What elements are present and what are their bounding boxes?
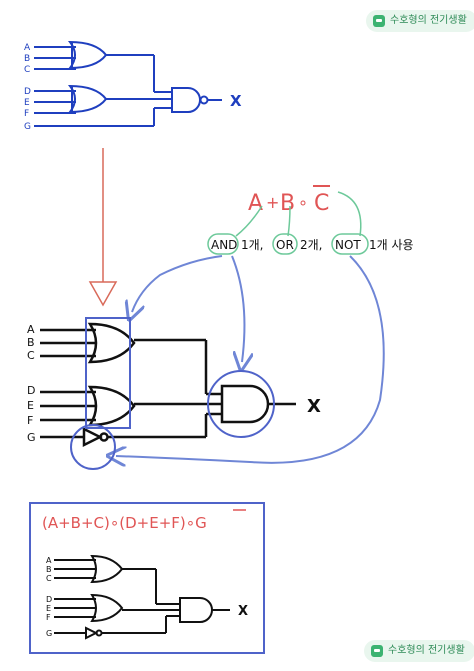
top-or-gate-2 <box>67 84 108 114</box>
expr-dot: ∘ <box>298 193 308 212</box>
sum-output-x: X <box>238 604 248 619</box>
watermark-badge-bottom: 수호형의 전기생활 <box>364 640 474 662</box>
annot-and: AND <box>211 238 237 252</box>
expr-plus: + <box>266 193 279 212</box>
annot-and-count: 1개, <box>241 238 264 252</box>
mid-input-c: C <box>27 349 35 362</box>
boolean-expression: A + B ∘ C <box>248 185 330 216</box>
mid-input-f: F <box>27 414 33 427</box>
mid-input-d: D <box>27 384 35 397</box>
gate-usage-annotation: AND 1개, OR 2개, NOT 1개 사용 <box>207 233 414 255</box>
expr-c: C <box>314 191 329 216</box>
annot-or-count: 2개, <box>300 238 323 252</box>
mid-not-gate <box>82 426 103 448</box>
top-or-gate-1 <box>67 40 108 70</box>
expr-b: B <box>280 191 295 216</box>
watermark-badge-top: 수호형의 전기생활 <box>366 10 474 32</box>
chat-icon <box>371 645 383 657</box>
sum-not-gate <box>85 626 99 640</box>
annot-not: NOT <box>335 238 361 252</box>
sum-input-b: B <box>46 565 52 574</box>
top-input-c: C <box>24 65 30 75</box>
sum-and-gate <box>179 597 213 623</box>
mid-or-gate-2 <box>87 385 136 427</box>
sum-input-g: G <box>46 629 52 638</box>
middle-circuit: A B C D E F G X <box>27 322 321 448</box>
sum-input-f: F <box>46 613 51 622</box>
top-input-b: B <box>24 54 30 64</box>
mid-input-e: E <box>27 399 34 412</box>
top-nand-gate <box>171 87 201 113</box>
sum-input-e: E <box>46 604 51 613</box>
mid-input-a: A <box>27 323 35 336</box>
transform-arrow <box>88 148 118 307</box>
mid-or-gate-1 <box>87 322 136 364</box>
watermark-text-bottom: 수호형의 전기생활 <box>388 645 465 656</box>
summary-box: (A+B+C)∘(D+E+F)∘G A B C D E F G <box>29 502 265 654</box>
or-gates-highlight-box <box>85 317 131 429</box>
annot-not-count: 1개 사용 <box>369 238 414 252</box>
expr-a: A <box>248 191 263 216</box>
not-gate-highlight-circle <box>70 424 116 470</box>
gate-highlights <box>70 317 275 470</box>
chat-icon <box>373 15 385 27</box>
sum-input-d: D <box>46 595 52 604</box>
sum-or-gate-1 <box>90 554 124 584</box>
top-output-x: X <box>230 92 242 110</box>
mid-output-x: X <box>307 396 321 417</box>
top-input-f: F <box>24 109 29 119</box>
top-input-e: E <box>24 98 30 108</box>
watermark-text-top: 수호형의 전기생활 <box>390 15 467 26</box>
top-input-g: G <box>24 122 31 132</box>
sum-input-c: C <box>46 574 52 583</box>
mid-input-g: G <box>27 431 36 444</box>
mid-input-b: B <box>27 336 35 349</box>
mid-and-gate <box>220 384 270 424</box>
top-input-a: A <box>24 43 31 53</box>
summary-expression: (A+B+C)∘(D+E+F)∘G <box>42 514 207 532</box>
annotation-arrows <box>116 255 385 463</box>
and-gate-highlight-circle <box>207 370 275 438</box>
sum-or-gate-2 <box>90 593 124 623</box>
top-input-d: D <box>24 87 31 97</box>
sum-input-a: A <box>46 556 52 565</box>
annot-or: OR <box>276 238 294 252</box>
top-circuit: A B C D E F G X <box>24 40 242 132</box>
